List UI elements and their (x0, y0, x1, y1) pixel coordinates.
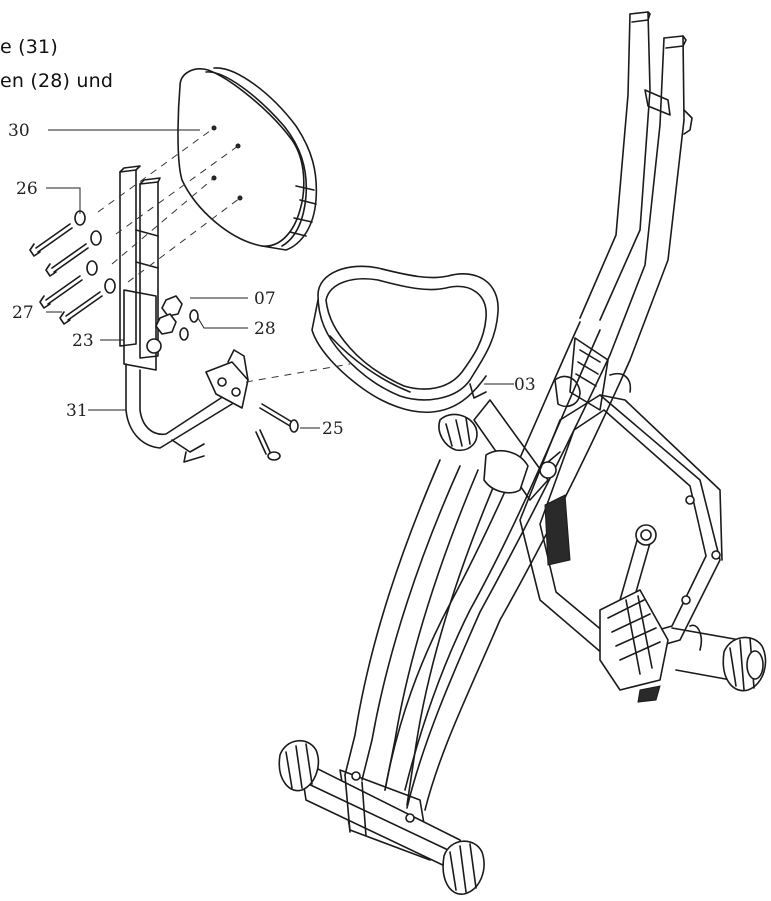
leader-lines (46, 129, 514, 429)
instruction-line-2: en (28) und (0, 70, 114, 92)
callout-25: 25 (322, 419, 344, 439)
main-body-housing (519, 337, 723, 661)
callout-30: 30 (8, 121, 30, 141)
screw (45, 243, 89, 277)
callout-03: 03 (514, 375, 536, 395)
callout-28: 28 (254, 319, 276, 339)
crank-and-pedal (599, 524, 767, 703)
front-frame-legs (344, 321, 631, 811)
saddle-seat (311, 265, 499, 414)
callout-26: 26 (16, 179, 38, 199)
seat-post-assembly (438, 399, 561, 501)
callout-27: 27 (12, 303, 34, 323)
rear-frame-tubes (579, 11, 693, 361)
screw (255, 429, 281, 461)
assembly-guide-lines (97, 127, 351, 383)
callout-31: 31 (66, 401, 88, 421)
callout-23: 23 (72, 331, 94, 351)
front-stabilizer (278, 740, 485, 895)
fasteners (29, 210, 299, 461)
screw (259, 403, 299, 433)
backrest-bracket (119, 165, 249, 463)
instruction-line-1: e (31) (0, 36, 58, 58)
screw (39, 275, 83, 309)
callout-labels: 30 26 27 23 31 07 28 03 25 (8, 121, 536, 439)
screw (29, 223, 73, 257)
backrest-pad (177, 67, 318, 251)
callout-07: 07 (254, 289, 276, 309)
screw (59, 291, 103, 325)
